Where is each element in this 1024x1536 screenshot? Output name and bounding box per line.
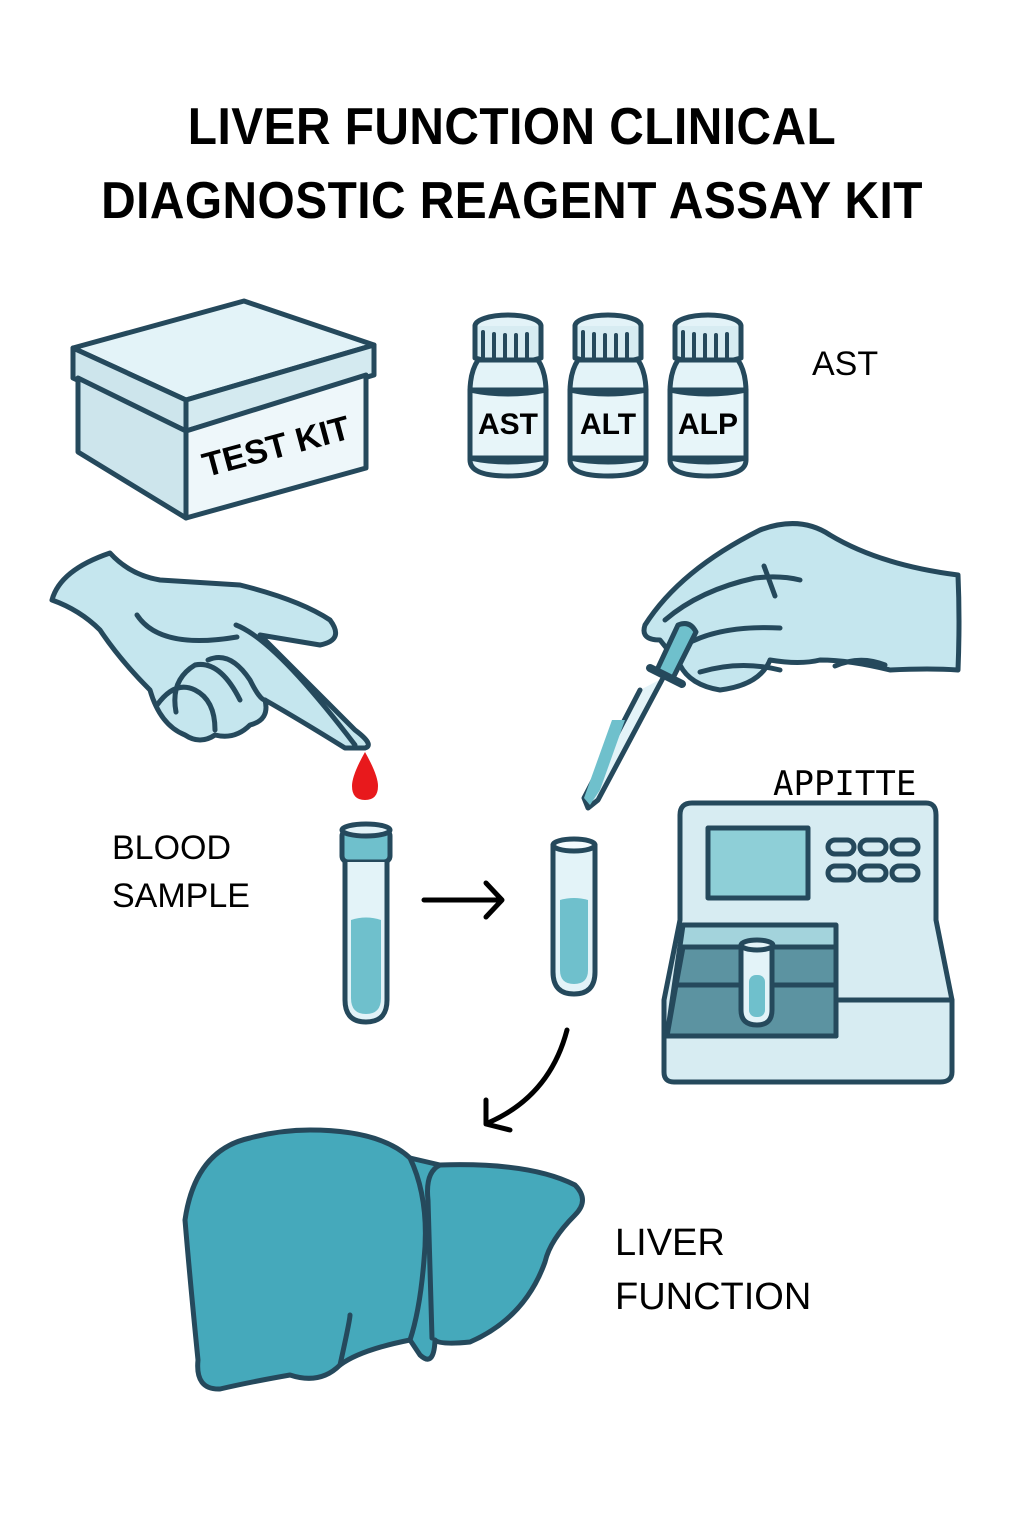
page-title: LIVER FUNCTION CLINICAL DIAGNOSTIC REAGE… xyxy=(41,90,983,238)
blood-sample-label-line-1: BLOOD xyxy=(112,829,232,867)
vial-icon xyxy=(667,312,749,479)
test-tube-icon xyxy=(550,836,598,997)
pipette-icon xyxy=(581,621,699,811)
blood-drop-icon xyxy=(352,752,378,800)
vial-label-3: ALP xyxy=(678,408,738,441)
arrow-icon xyxy=(483,1027,570,1133)
arrow-icon xyxy=(421,880,505,920)
vial-icon xyxy=(567,312,649,479)
box-icon xyxy=(70,298,377,521)
analyzer-icon xyxy=(661,800,955,1085)
vial-label-1: AST xyxy=(478,408,538,441)
liver-label-line-2: FUNCTION xyxy=(615,1276,812,1318)
hand-icon xyxy=(49,550,371,751)
vial-icon xyxy=(467,312,549,479)
pipette-caption: APPITTE xyxy=(773,764,917,804)
title-line-2: DIAGNOSTIC REAGENT ASSAY KIT xyxy=(101,172,923,230)
test-tube-icon xyxy=(339,821,393,1025)
liver-icon xyxy=(182,1127,585,1392)
hand-icon xyxy=(641,521,962,693)
blood-sample-label-line-2: SAMPLE xyxy=(112,877,250,915)
vial-label-2: ALT xyxy=(580,408,636,441)
title-line-1: LIVER FUNCTION CLINICAL xyxy=(187,98,837,156)
vials-caption: AST xyxy=(812,345,879,383)
liver-label-line-1: LIVER xyxy=(615,1222,725,1264)
